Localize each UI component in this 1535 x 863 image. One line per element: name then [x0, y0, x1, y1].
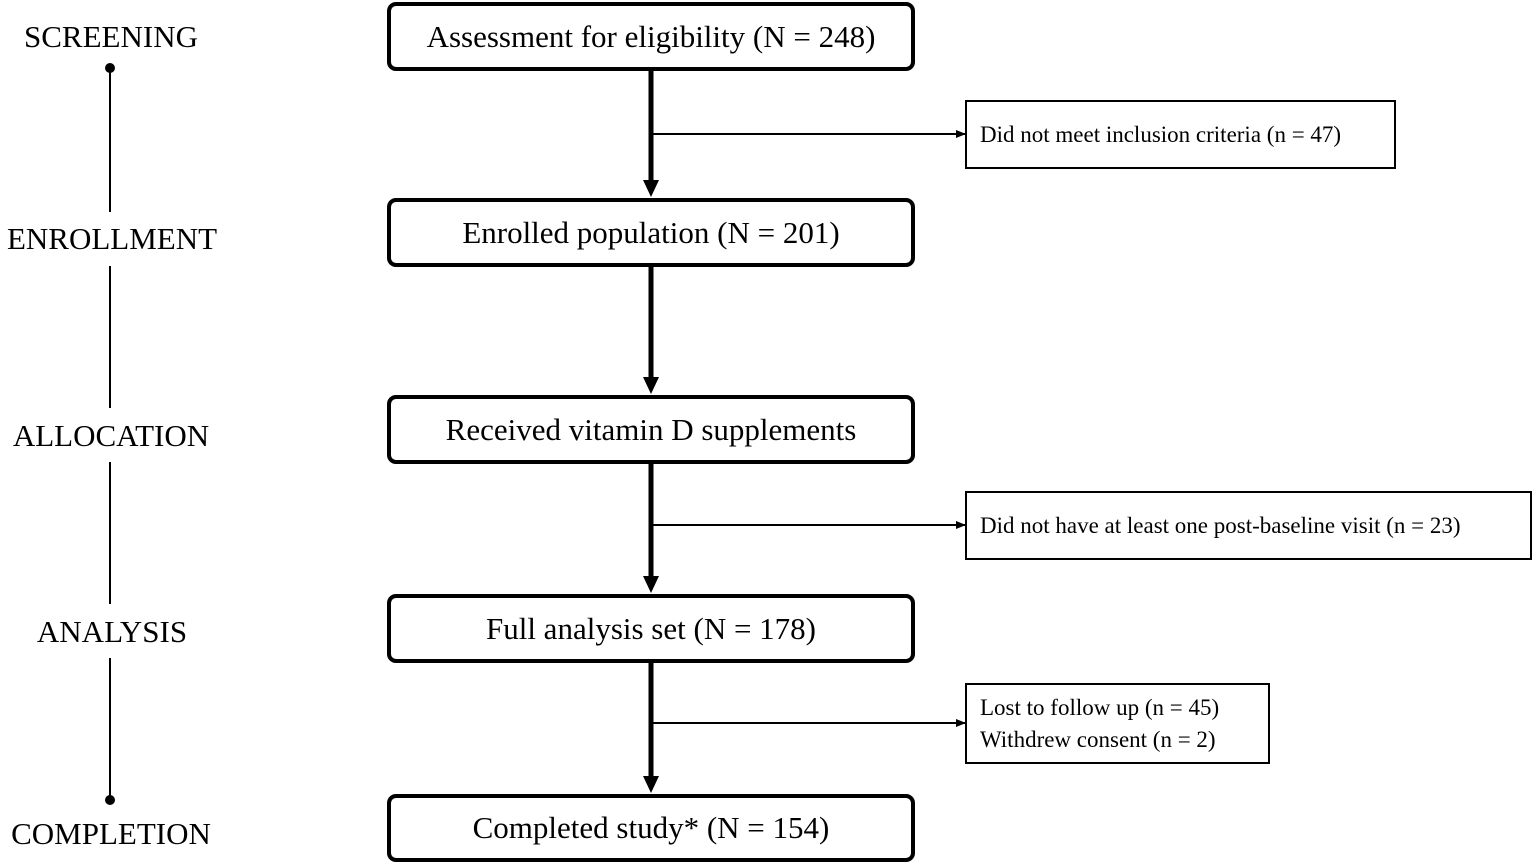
main-arrow-1-head — [643, 180, 659, 197]
full-analysis-box: Full analysis set (N = 178) — [387, 594, 915, 663]
exclusion-box-post-baseline: Did not have at least one post-baseline … — [965, 491, 1532, 560]
exclusion-inclusion-text: Did not meet inclusion criteria (n = 47) — [980, 121, 1342, 147]
main-arrow-4-head — [643, 776, 659, 793]
phase-label-enrollment: ENROLLMENT — [6, 221, 218, 256]
exclusion-box-lost-withdrew: Lost to follow up (n = 45) Withdrew cons… — [965, 683, 1270, 764]
exclusion-post-baseline-text: Did not have at least one post-baseline … — [980, 512, 1461, 538]
enrolled-box: Enrolled population (N = 201) — [387, 198, 915, 267]
phase-label-allocation: ALLOCATION — [12, 418, 210, 453]
exclusion-withdrew-text: Withdrew consent (n = 2) — [980, 726, 1216, 752]
phase-label-completion: COMPLETION — [11, 816, 211, 851]
vitamin-d-box: Received vitamin D supplements — [387, 395, 915, 464]
exclusion-box-inclusion: Did not meet inclusion criteria (n = 47) — [965, 100, 1396, 169]
assessment-box: Assessment for eligibility (N = 248) — [387, 2, 915, 71]
completed-box: Completed study* (N = 154) — [387, 794, 915, 862]
exclusion-lost-text: Lost to follow up (n = 45) — [980, 695, 1220, 721]
phase-label-analysis: ANALYSIS — [36, 614, 188, 649]
main-arrow-2-head — [643, 377, 659, 394]
timeline-end-dot — [105, 795, 115, 805]
main-arrow-3-head — [643, 576, 659, 593]
phase-label-screening: SCREENING — [24, 19, 198, 54]
